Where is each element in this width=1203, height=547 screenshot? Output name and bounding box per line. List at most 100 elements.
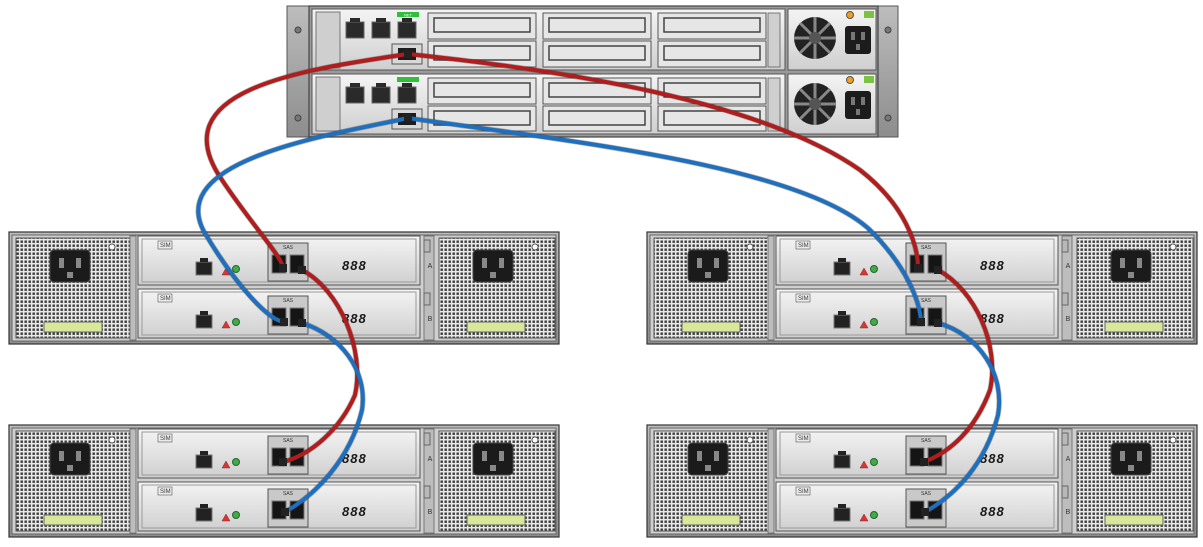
cable-connector — [404, 50, 412, 58]
module-letter: B — [1066, 316, 1071, 323]
shelf-power-supply — [15, 237, 133, 339]
seven-segment-display: 888 — [980, 504, 1005, 519]
sas-label: SAS — [283, 298, 294, 304]
ethernet-port — [345, 83, 365, 104]
net-port-label: NET — [404, 13, 413, 18]
status-led — [870, 265, 878, 273]
shelf-power-supply — [653, 237, 771, 339]
shelf-io-module: SIM SAS 888 A — [775, 235, 1071, 286]
release-handle — [681, 321, 741, 333]
cables — [195, 50, 1002, 516]
cable-connector — [934, 319, 942, 327]
red-cable-controller-to-left-shelf — [204, 51, 411, 272]
seven-segment-display: 888 — [980, 451, 1005, 466]
expansion-slot — [542, 40, 652, 68]
cable-connector — [404, 114, 412, 122]
expansion-slot — [657, 40, 767, 68]
module-label: SIM — [160, 243, 171, 249]
shelf-power-supply — [1076, 430, 1194, 532]
fault-led — [221, 513, 231, 522]
status-led — [870, 458, 878, 466]
red-cable-right-daisy-chain — [920, 267, 995, 466]
ethernet-port — [833, 261, 851, 276]
release-handle — [681, 514, 741, 526]
ethernet-port — [195, 261, 213, 276]
cable-connector — [914, 264, 922, 272]
module-letter: A — [1066, 263, 1071, 270]
power-supply — [787, 73, 877, 135]
seven-segment-display: 888 — [980, 258, 1005, 273]
blue-cable-controller-to-left-shelf — [195, 115, 411, 326]
fault-led — [221, 320, 231, 329]
seven-segment-display: 888 — [342, 258, 367, 273]
expansion-slot — [427, 12, 537, 40]
shelf-power-supply — [438, 237, 556, 339]
release-handle — [466, 321, 526, 333]
seven-segment-display: 888 — [980, 311, 1005, 326]
cable-connector — [920, 458, 928, 466]
status-led — [232, 511, 240, 519]
blue-cable-right-daisy-chain — [921, 320, 1002, 516]
storage-controller: NET — [286, 5, 899, 138]
shelf-power-supply — [438, 430, 556, 532]
fault-led — [859, 513, 869, 522]
shelf-io-module: SIM SAS 888 A — [137, 235, 433, 286]
expansion-slot — [427, 77, 537, 105]
sas-label: SAS — [921, 298, 932, 304]
cable-connector — [280, 318, 288, 326]
module-letter: A — [428, 456, 433, 463]
module-label: SIM — [160, 296, 171, 302]
ethernet-port — [833, 507, 851, 522]
cable-connector — [934, 266, 942, 274]
ethernet-port — [371, 18, 391, 39]
ethernet-port — [397, 83, 417, 104]
controller-top: NET — [311, 8, 786, 71]
seven-segment-display: 888 — [342, 504, 367, 519]
ethernet-port — [833, 454, 851, 469]
cable-connector — [281, 508, 289, 516]
cable-connector — [921, 508, 929, 516]
module-label: SIM — [798, 243, 809, 249]
module-label: SIM — [798, 436, 809, 442]
ethernet-port — [345, 18, 365, 39]
module-letter: A — [428, 263, 433, 270]
release-handle — [1104, 514, 1164, 526]
fault-led — [859, 460, 869, 469]
shelf-io-module: SIM SAS 888 B — [137, 481, 433, 532]
status-led — [232, 458, 240, 466]
blue-cable-controller-to-right-shelf — [405, 115, 925, 326]
sas-label: SAS — [921, 245, 932, 251]
module-letter: B — [428, 316, 433, 323]
fault-led — [221, 460, 231, 469]
status-led — [232, 318, 240, 326]
release-handle — [466, 514, 526, 526]
module-label: SIM — [160, 489, 171, 495]
ethernet-port — [195, 454, 213, 469]
module-letter: B — [428, 509, 433, 516]
sas-label: SAS — [283, 245, 294, 251]
fault-led — [859, 267, 869, 276]
release-handle — [43, 321, 103, 333]
expansion-slot — [657, 77, 767, 105]
status-led — [870, 318, 878, 326]
sas-label: SAS — [283, 491, 294, 497]
cable-connector — [917, 318, 925, 326]
module-letter: A — [1066, 456, 1071, 463]
module-label: SIM — [160, 436, 171, 442]
fault-led — [859, 320, 869, 329]
status-led — [870, 511, 878, 519]
ethernet-port — [397, 18, 417, 39]
red-cable-left-daisy-chain — [279, 267, 360, 466]
ethernet-port — [195, 314, 213, 329]
shelf-power-supply — [15, 430, 133, 532]
sas-label: SAS — [921, 491, 932, 497]
